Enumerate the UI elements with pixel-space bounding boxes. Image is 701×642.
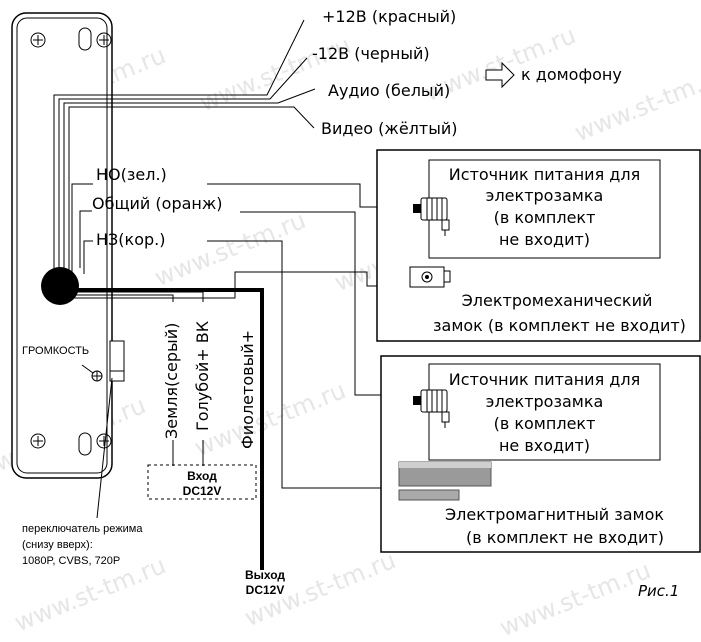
screw-icon	[96, 32, 112, 48]
cable-gland	[41, 267, 79, 305]
psu1-line-2: электрозамка	[485, 186, 604, 205]
psu1-line-3: (в комплект	[493, 208, 596, 227]
to-intercom-label: к домофону	[521, 65, 622, 84]
power-adapter-icon	[413, 197, 450, 236]
psu-box-1	[428, 159, 661, 259]
lock1-line-1: Электромеханический	[461, 291, 653, 310]
input-voltage: DC12V	[182, 484, 222, 498]
wire-label-blue: Голубой+ ВК	[193, 320, 212, 431]
psu2-line-3: (в комплект	[493, 414, 596, 433]
figure-label: Рис.1	[638, 582, 680, 600]
output-voltage: DC12V	[245, 583, 285, 597]
psu1-line-4: не входит)	[498, 230, 591, 249]
lock2-line-1: Электромагнитный замок	[445, 505, 665, 524]
wiring-diagram	[11, 12, 701, 570]
output-label: Выход	[244, 568, 286, 582]
screw-icon	[96, 433, 112, 449]
mount-hole	[78, 432, 92, 456]
violet-wire	[72, 288, 264, 570]
lock1-line-2: замок (в комплект не входит)	[433, 316, 686, 335]
wire-label-violet: Фиолетовый+	[238, 329, 257, 449]
psu2-line-4: не входит)	[498, 436, 591, 455]
lock2-line-2: (в комплект не входит)	[466, 528, 664, 547]
wire-label-minus12: -12В (черный)	[312, 44, 430, 63]
electromagnetic-lock-icon	[398, 461, 492, 501]
mode-switch-note-1: переключатель режима	[22, 523, 143, 535]
power-adapter-icon	[413, 389, 450, 428]
psu1-line-1: Источник питания для	[448, 165, 641, 184]
wire-label-video: Видео (жёлтый)	[321, 119, 458, 138]
wire-label-plus12: +12В (красный)	[322, 7, 457, 26]
wire-label-no: НО(зел.)	[96, 165, 167, 184]
screw-icon	[30, 433, 46, 449]
psu-box-2	[428, 363, 661, 461]
wire-label-common: Общий (оранж)	[92, 194, 223, 213]
wire-label-nc: НЗ(кор.)	[96, 230, 166, 249]
wire-label-ground: Земля(серый)	[162, 322, 181, 439]
input-label: Вход	[187, 469, 217, 483]
mount-hole	[78, 27, 92, 51]
arrow-right-icon	[485, 61, 515, 89]
psu2-line-1: Источник питания для	[448, 370, 641, 389]
mode-switch-note-2: (снизу вверх):	[22, 539, 93, 551]
volume-label: ГРОМКОСТЬ	[22, 345, 90, 357]
screw-icon	[30, 32, 46, 48]
mode-switch-note-3: 1080P, CVBS, 720P	[22, 555, 121, 567]
wire-label-audio: Аудио (белый)	[328, 81, 451, 100]
call-panel	[11, 12, 113, 479]
psu2-line-2: электрозамка	[485, 392, 604, 411]
input-box	[147, 464, 257, 500]
electromechanical-lock-icon	[409, 266, 451, 288]
